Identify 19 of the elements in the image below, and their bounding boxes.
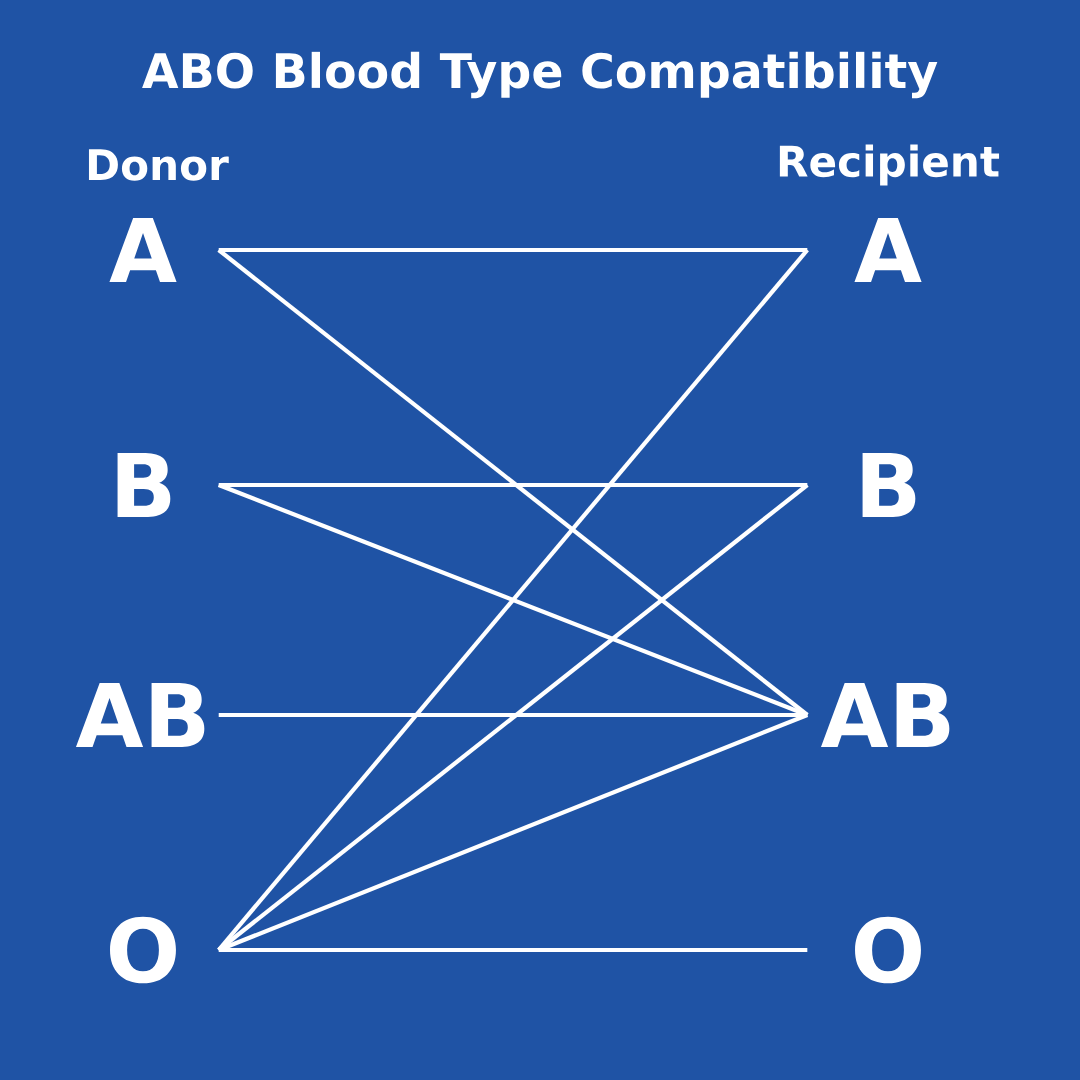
connector-line: [217, 483, 809, 717]
blood-type-label: AB: [820, 682, 950, 747]
blood-type-label: A: [854, 217, 922, 282]
connector-line: [217, 713, 809, 952]
connector-line: [218, 712, 808, 718]
blood-type-label: B: [862, 452, 916, 517]
column-heading: Recipient: [779, 144, 1000, 186]
blood-type-label: O: [855, 916, 921, 984]
connector-line: [217, 248, 809, 952]
connector-line: [218, 947, 808, 953]
connector-line: [217, 248, 809, 717]
connector-line: [218, 482, 808, 488]
title: ABO Blood Type Compatibility: [142, 51, 938, 99]
column-heading: Donor: [88, 149, 229, 181]
connector-line: [218, 247, 808, 253]
blood-type-label: A: [109, 217, 177, 282]
blood-type-label: B: [117, 452, 171, 517]
blood-type-label: O: [110, 916, 176, 984]
blood-type-label: AB: [75, 682, 205, 747]
